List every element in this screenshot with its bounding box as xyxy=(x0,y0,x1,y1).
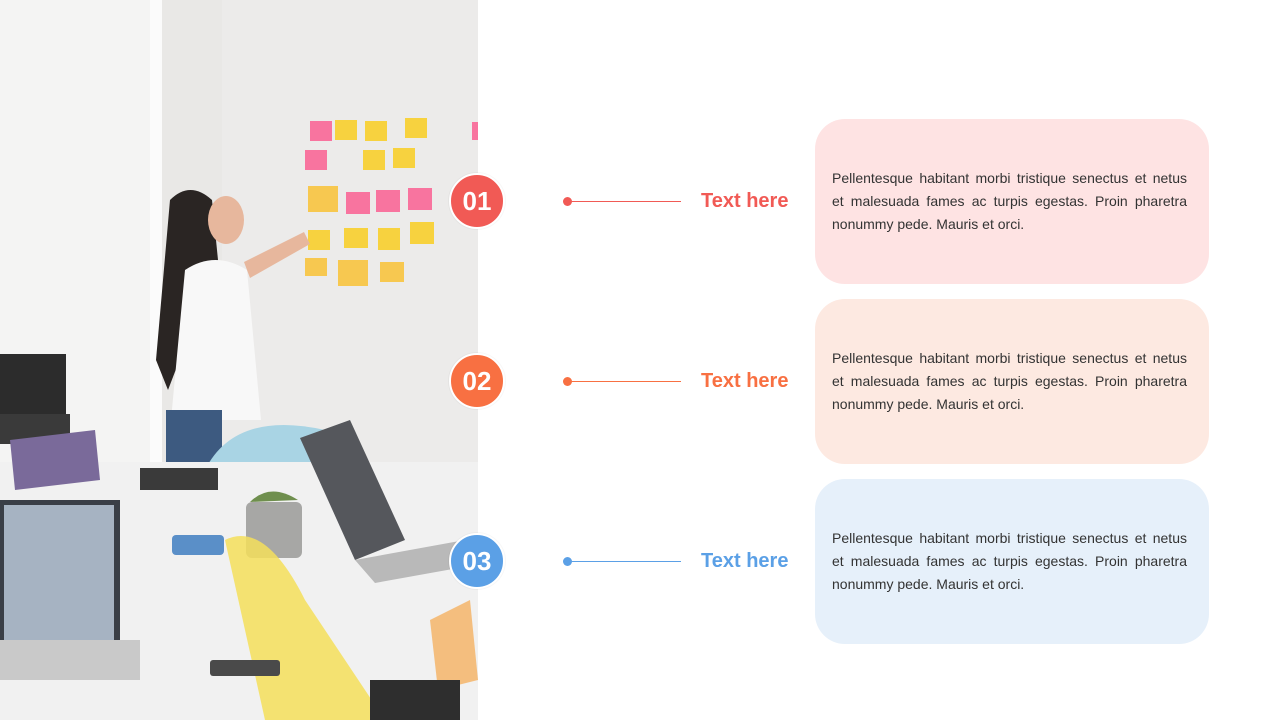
step-2-number-badge: 02 xyxy=(449,353,505,409)
step-3: 03 Text here Pellentesque habitant morbi… xyxy=(0,479,1280,645)
step-2-card: Pellentesque habitant morbi tristique se… xyxy=(815,299,1209,464)
step-2-connector-line xyxy=(568,381,681,382)
step-1-body-text: Pellentesque habitant morbi tristique se… xyxy=(832,170,1187,232)
step-3-number-badge: 03 xyxy=(449,533,505,589)
step-2-heading: Text here xyxy=(701,370,789,392)
step-2: 02 Text here Pellentesque habitant morbi… xyxy=(0,299,1280,465)
step-3-body-text: Pellentesque habitant morbi tristique se… xyxy=(832,530,1187,592)
step-1-heading: Text here xyxy=(701,190,789,212)
step-3-connector-dot xyxy=(563,557,572,566)
step-2-body-text: Pellentesque habitant morbi tristique se… xyxy=(832,350,1187,412)
step-2-connector-dot xyxy=(563,377,572,386)
step-1-number-badge: 01 xyxy=(449,173,505,229)
laptops xyxy=(0,420,475,680)
step-1-connector-line xyxy=(568,201,681,202)
office-meeting-photo xyxy=(0,0,478,720)
presenter-figure xyxy=(156,190,310,470)
step-3-card: Pellentesque habitant morbi tristique se… xyxy=(815,479,1209,644)
office-meeting-illustration xyxy=(0,0,478,720)
step-1: 01 Text here Pellentesque habitant morbi… xyxy=(0,119,1280,285)
step-1-connector-dot xyxy=(563,197,572,206)
sticky-notes xyxy=(305,118,478,286)
step-1-card: Pellentesque habitant morbi tristique se… xyxy=(815,119,1209,284)
step-3-heading: Text here xyxy=(701,550,789,572)
step-3-connector-line xyxy=(568,561,681,562)
